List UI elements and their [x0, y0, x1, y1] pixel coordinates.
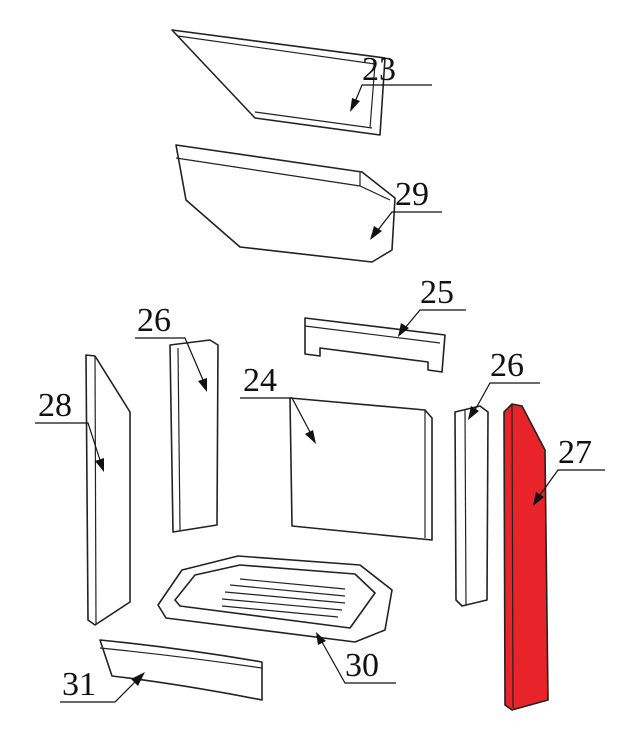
callout-27: 27 [533, 434, 605, 506]
label-25: 25 [420, 274, 454, 311]
callout-25: 25 [398, 274, 466, 337]
label-26-left: 26 [137, 302, 171, 339]
callout-29: 29 [370, 176, 442, 240]
callout-26-right: 26 [468, 347, 540, 420]
part-26-right[interactable] [454, 405, 489, 607]
callout-23: 23 [350, 51, 432, 112]
label-27: 27 [558, 434, 592, 471]
part-24[interactable] [289, 397, 433, 541]
callout-31: 31 [60, 666, 145, 703]
part-29[interactable] [175, 144, 396, 263]
callout-28: 28 [35, 387, 104, 472]
part-30[interactable] [157, 555, 393, 643]
part-28[interactable] [85, 354, 131, 626]
part-23[interactable] [171, 29, 386, 136]
callout-30: 30 [316, 632, 396, 684]
label-29: 29 [395, 176, 429, 213]
label-28: 28 [38, 387, 72, 424]
label-26-right: 26 [490, 347, 524, 384]
label-23: 23 [362, 51, 396, 88]
label-24: 24 [243, 362, 277, 399]
callout-24: 24 [240, 362, 316, 444]
part-25[interactable] [304, 317, 446, 373]
label-31: 31 [62, 666, 96, 703]
part-27-highlighted[interactable] [503, 403, 549, 711]
part-26-left[interactable] [169, 339, 219, 533]
callout-26-left: 26 [135, 302, 207, 392]
label-30: 30 [345, 647, 379, 684]
part-31[interactable] [99, 639, 263, 701]
